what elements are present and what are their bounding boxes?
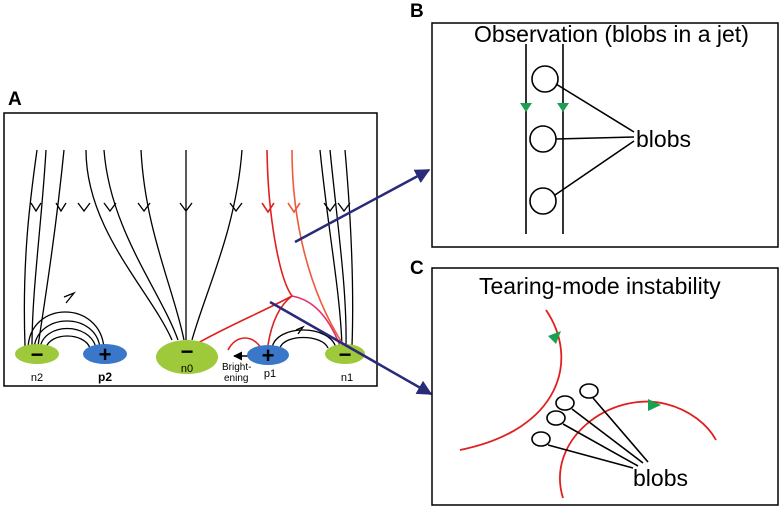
tearing-blob-pointers xyxy=(547,397,649,469)
tearing-blob-1 xyxy=(579,383,599,399)
tearing-blob-4 xyxy=(531,431,551,447)
jet-blob-top xyxy=(531,65,559,93)
panel-a-frame xyxy=(3,112,378,387)
closed-loops-p1-n1 xyxy=(271,325,337,349)
brightening-label-line1: Bright- xyxy=(222,362,251,373)
field-lines-n0 xyxy=(85,149,243,341)
polarity-p1-blob xyxy=(247,345,289,365)
polarity-n2-blob xyxy=(15,344,59,364)
tearing-flow-arrow-upper-icon xyxy=(548,331,561,344)
panel-a-letter: A xyxy=(8,89,22,110)
jet-blob-middle xyxy=(529,125,557,153)
polarity-n1-sign: − xyxy=(339,342,352,367)
panel-c-letter: C xyxy=(410,258,424,279)
polarity-n1-label: n1 xyxy=(341,372,353,384)
polarity-n0: − n0 xyxy=(156,339,218,375)
pointer-arrow-to-c xyxy=(269,300,433,396)
panel-b: B Observation (blobs in a jet) blobs xyxy=(410,1,779,248)
panel-c-title: Tearing-mode instability xyxy=(479,273,721,299)
tearing-blob-3 xyxy=(546,410,566,426)
polarity-n0-blob xyxy=(156,340,218,374)
current-sheet-upper xyxy=(459,309,563,451)
polarity-n2: − n2 xyxy=(15,342,59,384)
panel-b-letter: B xyxy=(410,1,424,22)
polarity-n0-sign: − xyxy=(181,339,194,364)
current-sheet-lower xyxy=(559,400,717,499)
jet-blob-bottom xyxy=(529,187,557,215)
polarity-p1-sign: + xyxy=(262,343,275,368)
panel-c-frame xyxy=(431,267,779,506)
pointer-arrows xyxy=(269,168,433,396)
field-lines-n2 xyxy=(23,149,65,347)
polarity-p2-sign: + xyxy=(99,342,112,367)
jet-blob-pointers xyxy=(554,83,635,196)
polarity-p2-label: p2 xyxy=(98,370,112,384)
pointer-arrow-to-b xyxy=(294,168,431,244)
panel-b-title: Observation (blobs in a jet) xyxy=(474,21,749,47)
panel-a: A xyxy=(3,89,378,387)
polarity-n2-label: n2 xyxy=(31,372,43,384)
field-lines-n1 xyxy=(319,149,354,347)
polarity-p2-blob xyxy=(83,344,127,364)
polarity-n1: − n1 xyxy=(325,342,365,384)
polarity-p2: + p2 xyxy=(83,342,127,384)
polarity-n2-sign: − xyxy=(31,342,44,367)
tearing-flow-arrow-lower-icon xyxy=(648,399,661,411)
panel-c-blobs-label: blobs xyxy=(633,465,688,491)
jet-flow-arrow-left-icon xyxy=(520,103,532,112)
polarity-p1-label: p1 xyxy=(264,368,276,380)
jet-flow-arrow-right-icon xyxy=(557,103,569,112)
field-line-arrowheads xyxy=(30,202,351,213)
brightening-label-line2: ening xyxy=(224,373,248,384)
panel-c: C Tearing-mode instability blobs xyxy=(410,258,779,506)
closed-loops-n2-p2 xyxy=(27,291,105,349)
polarity-n1-blob xyxy=(325,344,365,364)
panel-b-frame xyxy=(431,22,779,248)
panel-b-blobs-label: blobs xyxy=(636,126,691,152)
polarity-p1: + p1 xyxy=(247,343,289,380)
polarity-n0-label: n0 xyxy=(181,363,193,375)
tearing-blob-2 xyxy=(555,395,575,411)
reconnected-field-lines xyxy=(197,149,345,351)
tearing-blobs xyxy=(531,383,599,447)
